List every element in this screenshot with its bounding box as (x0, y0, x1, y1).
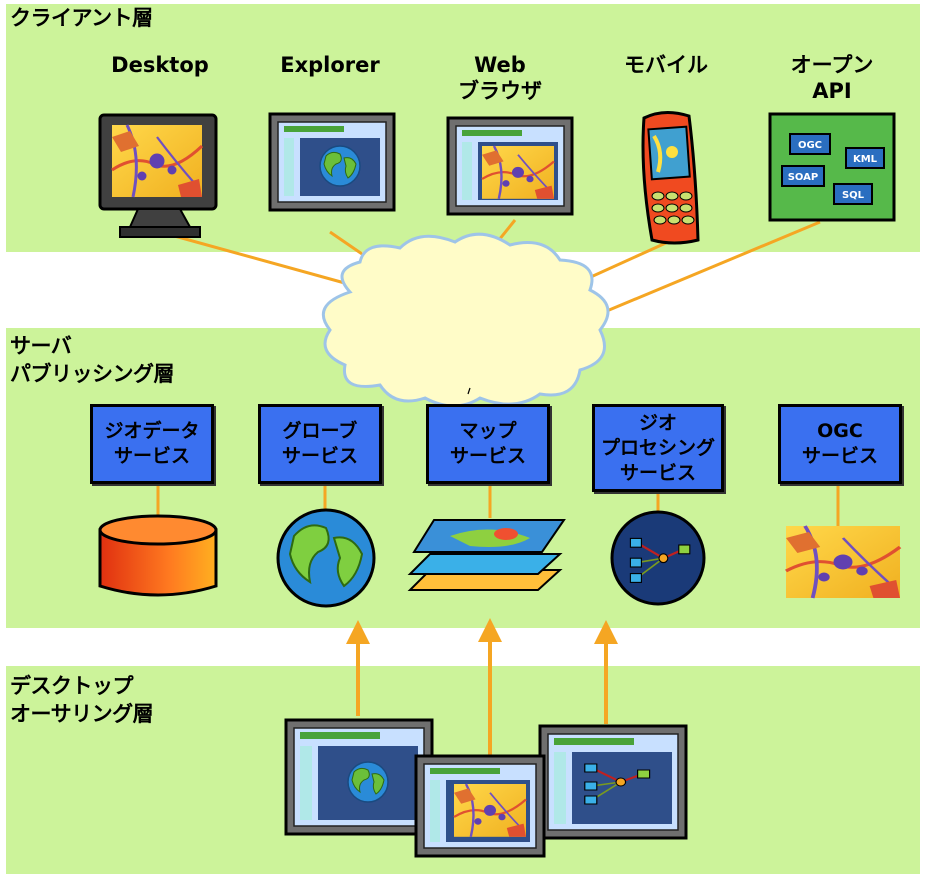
map-layers-icon (407, 519, 566, 591)
service-label-globe: グローブ サービス (281, 420, 358, 467)
database-cylinder-icon (98, 514, 218, 597)
web-browser-map-window-icon (446, 116, 574, 216)
api-tag-sql-label: SQL (842, 190, 865, 201)
desktop-upload-arrows (346, 618, 618, 760)
service-box-globe: グローブ サービス (258, 404, 382, 484)
desktop-monitor-icon (98, 113, 218, 238)
service-connectors (156, 484, 840, 528)
api-tag-sql: SQL (833, 183, 873, 205)
desktop-layer-title: デスクトップ オーサリング層 (10, 674, 154, 726)
client-label-mobile: モバイル (624, 53, 708, 77)
service-box-geodata: ジオデータ サービス (90, 404, 214, 484)
globe-icon (276, 508, 376, 608)
service-box-ogc: OGC サービス (778, 404, 902, 484)
internet-cloud-icon (321, 232, 610, 408)
explorer-globe-window-icon (268, 112, 396, 212)
api-tag-soap-label: SOAP (788, 172, 819, 183)
authoring-window-flow-icon (538, 724, 688, 840)
api-tag-kml: KML (845, 147, 885, 169)
ogc-map-icon (784, 524, 902, 600)
geoprocessing-model-icon (610, 510, 706, 606)
service-box-map: マップ サービス (426, 404, 550, 484)
client-label-web-browser: Web ブラウザ (458, 53, 542, 103)
server-layer-title: サーバ パブリッシング層 (10, 334, 175, 386)
mobile-phone-icon (641, 111, 700, 245)
authoring-window-map-icon (414, 754, 546, 858)
service-label-geodata: ジオデータ サービス (104, 420, 200, 467)
open-api-panel-icon: OGC KML SOAP SQL (768, 112, 896, 222)
service-label-map: マップ サービス (449, 420, 526, 467)
client-label-open-api: オープン API (790, 53, 874, 103)
api-tag-soap: SOAP (781, 165, 825, 187)
api-tag-ogc-label: OGC (798, 140, 822, 151)
service-label-geoprocessing: ジオ プロセシング サービス (600, 411, 715, 484)
client-label-desktop: Desktop (111, 53, 209, 77)
service-label-ogc: OGC サービス (801, 420, 878, 467)
api-tag-kml-label: KML (853, 154, 878, 165)
api-tag-ogc: OGC (789, 133, 831, 155)
authoring-window-globe-icon (284, 718, 434, 836)
client-label-explorer: Explorer (280, 53, 380, 77)
service-box-geoprocessing: ジオ プロセシング サービス (592, 404, 724, 492)
client-layer-title: クライアント層 (10, 6, 153, 30)
